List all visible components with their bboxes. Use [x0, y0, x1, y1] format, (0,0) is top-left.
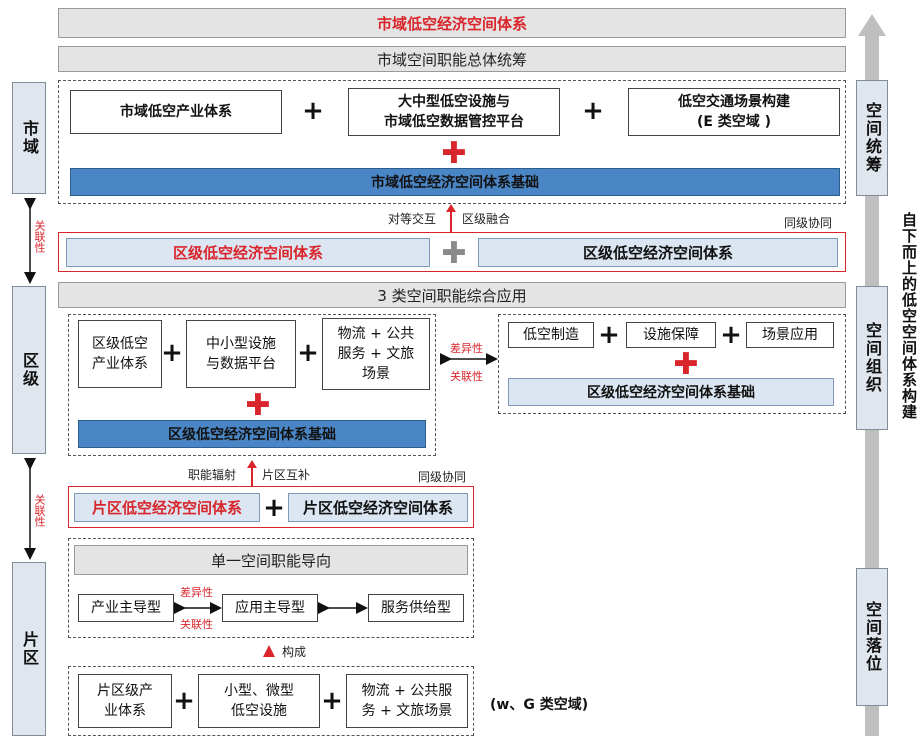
relation-arrow-upper	[24, 198, 36, 284]
zone-scene-line2: 务 + 文旅场景	[361, 703, 453, 719]
zone-system-left: 片区低空经济空间体系	[74, 493, 260, 522]
district-right-foundation-bar: 区级低空经济空间体系基础	[508, 378, 834, 406]
city-up-right-label: 区级融合	[462, 212, 511, 226]
zone-double-arrow-right	[318, 602, 368, 614]
district-foundation-bar: 区级低空经济空间体系基础	[78, 420, 426, 448]
district-system-right: 区级低空经济空间体系	[478, 238, 838, 267]
zone-industry-line2: 业体系	[104, 703, 146, 719]
red-triangle-icon	[263, 645, 275, 657]
district-up-right-label: 片区互补	[262, 468, 311, 482]
district-difference-label: 差异性	[450, 342, 483, 355]
plus-icon: +	[161, 338, 183, 368]
district-scene-line2: 服务 + 文旅	[337, 346, 415, 362]
scene-application-box: 场景应用	[746, 322, 834, 348]
zone-facility-line1: 小型、微型	[224, 683, 294, 699]
label-zone: 片区	[12, 562, 46, 736]
plus-icon: +	[297, 338, 319, 368]
district-relevance-label: 关联性	[450, 370, 483, 383]
relation-arrow-lower	[24, 458, 36, 560]
district-facility-box: 中小型设施 与数据平台	[186, 320, 296, 388]
plus-icon: +	[173, 686, 195, 716]
zone-row-frame	[68, 486, 474, 528]
city-coordination-bar: 市域空间职能总体统筹	[58, 46, 846, 72]
type-industry-box: 产业主导型	[78, 594, 174, 622]
district-right-frame	[498, 314, 846, 414]
city-foundation-bar: 市域低空经济空间体系基础	[70, 168, 840, 196]
plus-icon: +	[321, 686, 343, 716]
plus-icon: +	[582, 96, 604, 126]
red-up-arrow-icon	[247, 460, 257, 486]
gray-plus-icon: ✚	[441, 235, 467, 271]
district-comprehensive-bar: 3 类空间职能综合应用	[58, 282, 846, 308]
city-frame	[58, 80, 846, 204]
district-scene-line1: 物流 + 公共	[337, 326, 415, 342]
red-up-arrow-icon	[446, 204, 456, 232]
district-system-left: 区级低空经济空间体系	[66, 238, 430, 267]
zone-relevance-label: 关联性	[180, 618, 213, 631]
city-facility-line1: 大中型低空设施与	[398, 94, 510, 110]
label-organization: 空间组织	[856, 286, 888, 430]
city-traffic-box: 低空交通场景构建 (E 类空域 )	[628, 88, 840, 136]
zone-facility-line2: 低空设施	[231, 703, 287, 719]
city-industry-box: 市域低空产业体系	[70, 90, 282, 134]
zone-single-bar: 单一空间职能导向	[74, 545, 468, 575]
zone-bottom-frame	[68, 666, 474, 736]
label-bottom-up: 自下而上的低空空间体系构建	[900, 212, 918, 420]
label-district: 区级	[12, 286, 46, 454]
district-facility-line1: 中小型设施	[206, 336, 276, 352]
red-plus-icon: ✚	[673, 346, 699, 382]
red-plus-icon: ✚	[245, 387, 271, 423]
district-up-left-label: 职能辐射	[188, 468, 237, 482]
district-row-frame	[58, 232, 846, 272]
district-scene-line3: 场景	[362, 366, 390, 382]
district-double-arrow	[440, 353, 498, 365]
top-title: 市域低空经济空间体系	[58, 8, 846, 38]
zone-industry-line1: 片区级产	[97, 683, 153, 699]
zone-industry-box: 片区级产 业体系	[78, 674, 172, 728]
zone-facility-box: 小型、微型 低空设施	[198, 674, 320, 728]
zone-difference-label: 差异性	[180, 586, 213, 599]
plus-icon: +	[598, 320, 620, 350]
district-peer-label: 同级协同	[418, 470, 467, 484]
label-landing: 空间落位	[856, 568, 888, 706]
zone-scene-box: 物流 + 公共服 务 + 文旅场景	[346, 674, 468, 728]
label-overall: 空间统筹	[856, 80, 888, 196]
facility-support-box: 设施保障	[626, 322, 716, 348]
plus-icon: +	[302, 96, 324, 126]
plus-icon: +	[720, 320, 742, 350]
airspace-note: (w、G 类空域)	[490, 697, 589, 713]
zone-frame	[68, 538, 474, 638]
district-facility-line2: 与数据平台	[206, 356, 276, 372]
city-peer-label: 同级协同	[784, 216, 833, 230]
zone-scene-line1: 物流 + 公共服	[361, 683, 453, 699]
plus-icon: +	[263, 492, 285, 523]
city-up-left-label: 对等交互	[388, 212, 437, 226]
zone-system-right: 片区低空经济空间体系	[288, 493, 468, 522]
district-industry-line1: 区级低空	[92, 336, 148, 352]
compose-label: 构成	[282, 645, 307, 659]
city-facility-line2: 市域低空数据管控平台	[384, 114, 524, 130]
label-city: 市域	[12, 82, 46, 194]
city-facility-box: 大中型低空设施与 市域低空数据管控平台	[348, 88, 560, 136]
zone-double-arrow-left	[174, 602, 222, 614]
type-application-box: 应用主导型	[222, 594, 318, 622]
red-plus-icon: ✚	[441, 135, 467, 171]
type-service-box: 服务供给型	[368, 594, 464, 622]
district-left-frame	[68, 314, 436, 456]
city-traffic-line2: (E 类空域 )	[696, 114, 772, 130]
district-scene-box: 物流 + 公共 服务 + 文旅 场景	[322, 318, 430, 390]
city-traffic-line1: 低空交通场景构建	[678, 94, 790, 110]
manufacture-box: 低空制造	[508, 322, 594, 348]
district-industry-line2: 产业体系	[92, 356, 148, 372]
relation-label-lower: 关联性	[33, 494, 46, 527]
district-industry-box: 区级低空 产业体系	[78, 320, 162, 388]
relation-label-upper: 关联性	[33, 220, 46, 253]
